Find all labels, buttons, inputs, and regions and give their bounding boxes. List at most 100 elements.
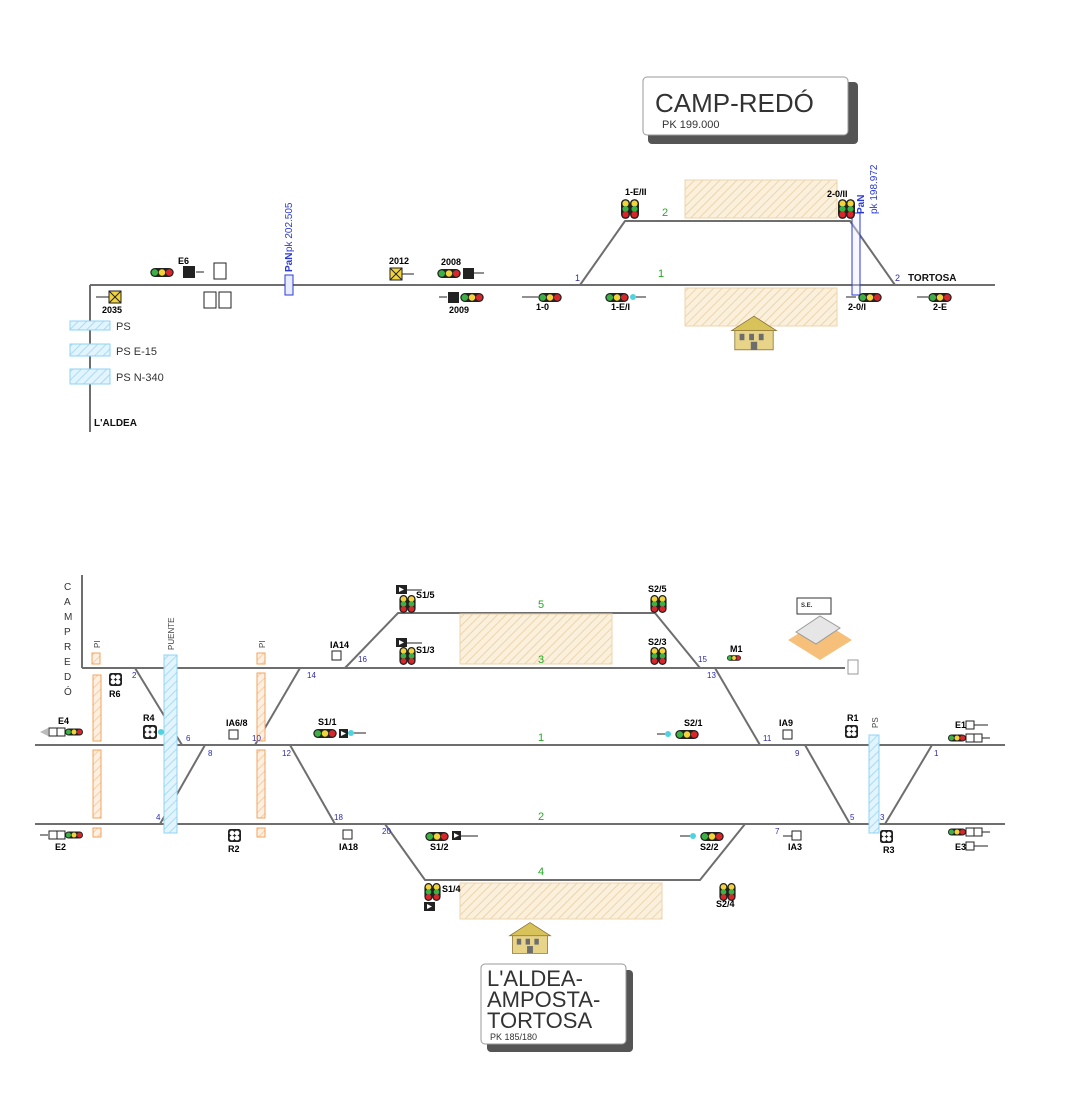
signal-s1-4 [424, 883, 441, 911]
pan-1-pk: pk 202.505 [284, 202, 295, 252]
signal-s1-3 [396, 638, 422, 665]
substation-label: S.E. [801, 603, 813, 609]
signal-s2-2-label: S2/2 [700, 842, 719, 852]
signal-s2-1-label: S2/1 [684, 718, 703, 728]
signal-ia9-label: IA9 [779, 718, 793, 728]
origin-aldea: L'ALDEA [94, 418, 137, 429]
signal-2012-label: 2012 [389, 256, 409, 266]
switch-3: 3 [880, 813, 885, 822]
signal-2035-label: 2035 [102, 305, 122, 315]
signal-e4 [40, 727, 83, 737]
signal-s1-5 [396, 585, 422, 613]
signal-s2-2 [680, 832, 724, 841]
svg-text:C: C [64, 582, 71, 593]
signal-e2 [40, 830, 83, 840]
camp-redo-title-box [642, 76, 858, 144]
pi-band [256, 827, 266, 838]
crossover-3-1 [884, 744, 933, 825]
signal-s2-5-aspect [650, 595, 659, 613]
signal-r6 [109, 673, 122, 686]
ps-n340-label: PS N-340 [116, 372, 164, 384]
switch-10: 10 [252, 734, 261, 743]
switch-12: 12 [282, 749, 291, 758]
signal-2-e-label: 2-E [933, 302, 947, 312]
signal-1-e-ii-aspect2 [630, 199, 639, 219]
signal-e3-label: E3 [955, 842, 966, 852]
svg-text:E: E [64, 657, 71, 668]
signal-2-0-i-label: 2-0/I [848, 302, 866, 312]
pan-2-marker [851, 212, 861, 296]
signal-2008 [437, 268, 484, 279]
signal-s2-3-aspect [650, 647, 659, 665]
switch-8: 8 [208, 749, 213, 758]
aldea-title-box [480, 963, 633, 1052]
substation-icon [788, 615, 852, 660]
signal-ia3 [783, 830, 802, 841]
track-4 [384, 823, 746, 881]
switch-numbers: 16 15 14 13 2 6 10 11 8 12 9 1 4 18 20 7… [132, 655, 939, 836]
pi-label-2: PI [258, 640, 267, 648]
signal-1-0 [522, 293, 562, 302]
signal-e4-label: E4 [58, 716, 69, 726]
ps-label: PS [871, 717, 880, 728]
track-5 [344, 612, 701, 669]
svg-text:P: P [64, 627, 71, 638]
signal-2-0-ii-aspect2 [846, 199, 855, 219]
signal-s1-5-label: S1/5 [416, 590, 435, 600]
switch-1: 1 [575, 273, 580, 283]
pi-band [91, 652, 101, 665]
track-label-2: 2 [662, 207, 668, 219]
pi-band [92, 749, 102, 819]
signal-ia3-label: IA3 [788, 842, 802, 852]
pi-band [256, 672, 266, 742]
signal-ia6-8-label: IA6/8 [226, 718, 248, 728]
ps-n340-marker [69, 368, 111, 385]
aldea-title-line2: AMPOSTA- [487, 987, 600, 1012]
signal-s1-3-label: S1/3 [416, 645, 435, 655]
track-2-siding [579, 220, 896, 286]
signal-1-e-i-label: 1-E/I [611, 302, 630, 312]
svg-text:Ó: Ó [64, 685, 72, 698]
switch-1: 1 [934, 749, 939, 758]
aldea-pk: PK 185/180 [490, 1032, 537, 1042]
pi-band [92, 827, 102, 838]
pi-label-1: PI [93, 640, 102, 648]
signal-ia18-label: IA18 [339, 842, 358, 852]
signal-ia9 [782, 729, 793, 740]
signal-1-e-ii-label: 1-E/II [625, 187, 647, 197]
signal-s2-3-aspect2 [658, 647, 667, 665]
signal-r2 [228, 829, 241, 842]
signal-r4-label: R4 [143, 713, 155, 723]
signal-e3 [948, 827, 990, 851]
signal-e2-label: E2 [55, 842, 66, 852]
signal-ia14 [331, 650, 342, 661]
switch-4: 4 [156, 813, 161, 822]
pan-1-marker [284, 274, 294, 296]
crossover-12-18 [289, 744, 336, 825]
signal-r3-label: R3 [883, 845, 895, 855]
track-label-3: 3 [538, 654, 544, 666]
signal-s1-2 [425, 831, 478, 841]
switch-20: 20 [382, 827, 391, 836]
pan-2-pk: pk 198.972 [869, 164, 880, 214]
pi-band [256, 652, 266, 665]
crossover-9-5 [804, 744, 851, 825]
svg-text:M: M [64, 612, 72, 623]
signal-2-0-i [846, 293, 882, 302]
ps-label: PS [116, 321, 131, 333]
camp-redo-name: CAMP-REDÓ [655, 88, 814, 118]
switch-14: 14 [307, 671, 316, 680]
crossover-13-11 [714, 667, 761, 746]
signal-2009 [439, 292, 484, 303]
signal-1-0-label: 1-0 [536, 302, 549, 312]
switch-16: 16 [358, 655, 367, 664]
switch-2: 2 [895, 273, 900, 283]
signal-r6-label: R6 [109, 689, 121, 699]
pan-2-label: PaN [856, 195, 867, 214]
campredo-side-label: CAM PRE DÓ [64, 582, 72, 698]
svg-text:R: R [64, 642, 71, 653]
signal-2-e [917, 293, 952, 302]
pan-1-label: PaN [284, 253, 295, 272]
track-label-4: 4 [538, 866, 544, 878]
